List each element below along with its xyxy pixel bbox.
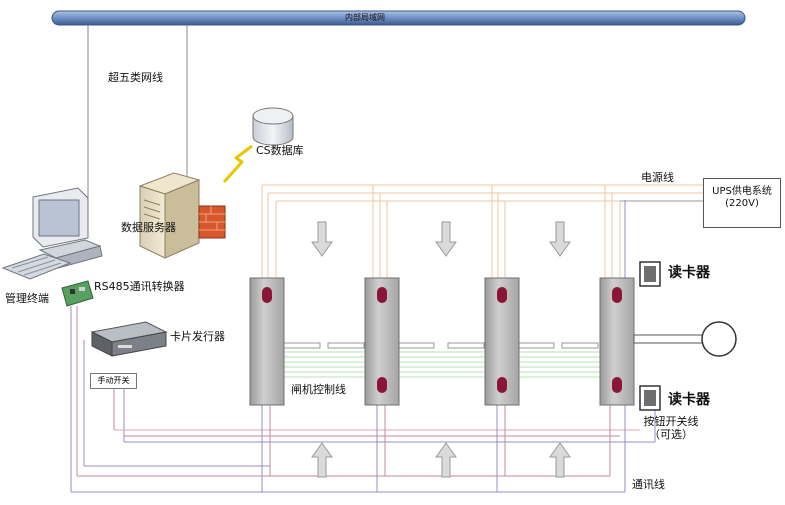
server-label: 数据服务器 [121,221,176,234]
card-reader-bottom-icon [639,385,661,411]
turnstile-pillar-1 [249,277,285,406]
card-reader-top-label: 读卡器 [668,265,710,281]
computer-icon [1,187,103,280]
comm-line-label: 通讯线 [632,478,665,491]
bottom-wiring [71,200,656,493]
control-lines [261,405,506,492]
power-line-label: 电源线 [641,171,674,184]
terminal-label: 管理终端 [5,292,49,305]
ups-box: UPS供电系统 (220V) [703,178,781,228]
button-switch-line1: 按钮开关线 [643,415,699,428]
turnstile-pillar-2 [364,277,400,406]
lightning-icon [222,144,253,184]
pillar-light-bottom-2 [377,377,387,393]
pillar-light-top-4 [612,287,622,303]
ups-label-line1: UPS供电系统 [712,186,772,197]
barrier-arm [633,321,737,357]
server-icon [138,172,226,259]
pillar-light-top-2 [377,287,387,303]
turnstile-pillar-4 [599,277,635,406]
database-icon [252,107,294,146]
card-issuer-label: 卡片发行器 [170,330,225,343]
converter-label: RS485通讯转换器 [94,280,185,293]
down-arrow-1 [311,221,333,257]
ups-label-line2: (220V) [725,197,759,209]
left-wiring [70,306,125,492]
gate-control-lines [284,351,600,378]
power-lines [261,184,703,278]
up-arrow-3 [549,442,571,478]
card-reader-top-icon [639,261,661,287]
card-reader-bottom-label: 读卡器 [668,392,710,408]
gate-control-label: 闸机控制线 [291,383,346,396]
card-issuer-icon [90,321,168,357]
lan-bus [51,10,746,26]
pillar-light-bottom-4 [612,377,622,393]
database-label: CS数据库 [256,144,304,157]
turnstile-pillar-3 [484,277,520,406]
lan-label: 内部局域网 [345,13,385,22]
turnstile-pillars [249,277,635,406]
down-arrow-2 [435,221,457,257]
up-arrow-1 [311,442,333,478]
pillar-light-top-1 [262,287,272,303]
pillar-light-bottom-3 [497,377,507,393]
button-switch-line2: （可选） [649,427,693,441]
direction-arrows [311,221,571,478]
down-arrow-3 [549,221,571,257]
up-arrow-2 [435,442,457,478]
pillar-light-top-3 [497,287,507,303]
rs485-converter-icon [61,280,94,307]
cable-label: 超五类网线 [108,71,163,84]
ethernet-drops [87,25,188,205]
button-switch-label: 按钮开关线 （可选） [638,415,704,441]
gate-arms [283,342,599,349]
manual-switch-label: 手动开关 [90,373,137,389]
